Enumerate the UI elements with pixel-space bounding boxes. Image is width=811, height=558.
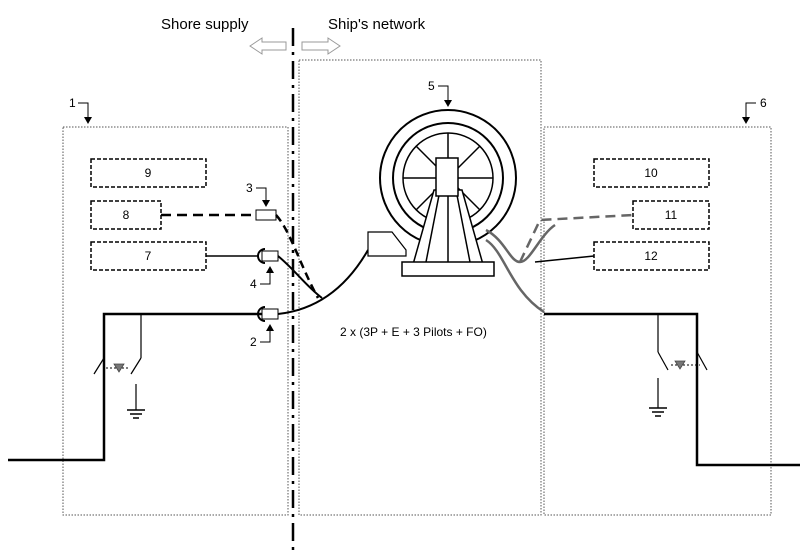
- svg-text:7: 7: [145, 249, 152, 263]
- callout-1-label: 1: [69, 96, 76, 110]
- callout-5-arrow: [438, 85, 452, 107]
- left-arrow-icon: [249, 37, 287, 55]
- ship-cable-upper: [485, 223, 556, 264]
- connector-4: [257, 248, 279, 264]
- callout-5-label: 5: [428, 79, 435, 93]
- ship-pilot-line-12: [534, 255, 595, 263]
- shore-supply-label: Shore supply: [161, 16, 249, 33]
- ship-cable-lower: [485, 238, 545, 314]
- shore-enclosure: [62, 126, 289, 516]
- right-arrow-icon: [301, 37, 341, 55]
- svg-text:8: 8: [123, 208, 130, 222]
- callout-2-arrow: [260, 324, 274, 343]
- svg-text:12: 12: [644, 249, 658, 263]
- ships-network-label: Ship's network: [328, 16, 426, 33]
- box-8: 8: [90, 200, 162, 230]
- callout-4-arrow: [260, 266, 274, 285]
- box-10: 10: [593, 158, 710, 188]
- ship-enclosure: [543, 126, 772, 516]
- callout-3-label: 3: [246, 181, 253, 195]
- callout-2-label: 2: [250, 335, 257, 349]
- svg-text:9: 9: [145, 166, 152, 180]
- callout-1-arrow: [78, 102, 92, 124]
- callout-6-arrow: [742, 102, 756, 124]
- connector-3: [255, 209, 277, 221]
- ship-breaker: [544, 312, 800, 467]
- callout-4-label: 4: [250, 277, 257, 291]
- ship-fiber-dashed: [518, 213, 634, 263]
- callout-3-arrow: [256, 187, 270, 207]
- shore-breaker: [8, 312, 262, 462]
- cable-fiber-dashed: [275, 214, 320, 299]
- cable-reel: [367, 109, 517, 277]
- box-7: 7: [90, 241, 207, 271]
- cable-spec-label: 2 x (3P + E + 3 Pilots + FO): [340, 325, 487, 339]
- cable-power-main: [277, 249, 369, 315]
- box-11: 11: [632, 200, 710, 230]
- cable-pilot: [277, 255, 323, 299]
- box-12: 12: [593, 241, 710, 271]
- svg-text:11: 11: [665, 208, 678, 222]
- box-9: 9: [90, 158, 207, 188]
- svg-text:10: 10: [644, 166, 658, 180]
- ship-cable-reel-enclosure: [298, 59, 542, 516]
- callout-6-label: 6: [760, 96, 767, 110]
